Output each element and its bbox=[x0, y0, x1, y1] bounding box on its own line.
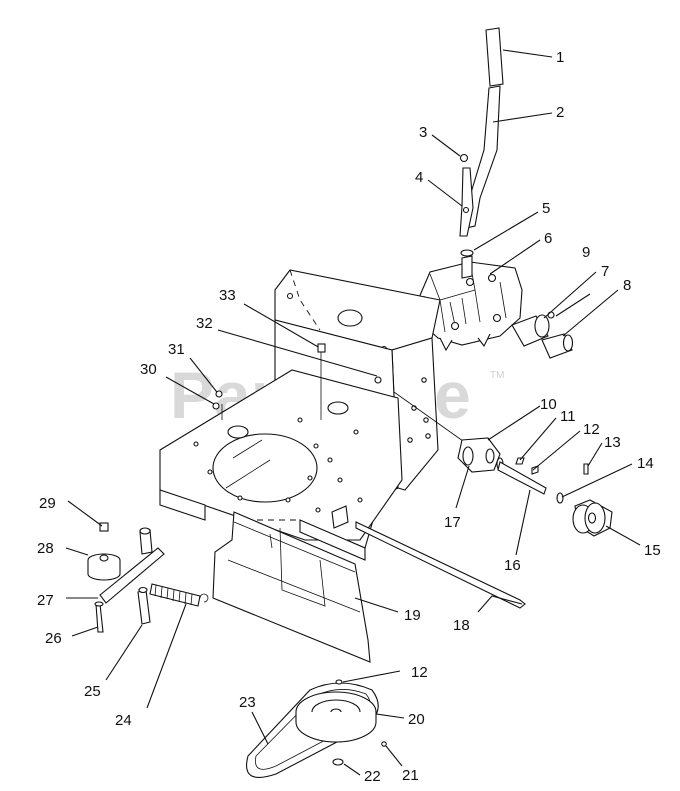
lever-shaft bbox=[465, 85, 501, 229]
bolt-30 bbox=[212, 402, 220, 410]
callout-7: 7 bbox=[601, 263, 609, 280]
callout-labels: 1 2 3 4 5 6 7 8 9 10 11 12 13 14 15 16 1… bbox=[37, 49, 661, 785]
shift-lever bbox=[459, 27, 504, 257]
callout-25: 25 bbox=[84, 683, 101, 700]
callout-31: 31 bbox=[168, 341, 185, 358]
callout-14: 14 bbox=[637, 455, 654, 472]
idler-arm bbox=[87, 522, 209, 633]
callout-15: 15 bbox=[644, 542, 661, 559]
callout-13: 13 bbox=[604, 434, 621, 451]
nut-29 bbox=[99, 522, 109, 532]
callout-6: 6 bbox=[544, 230, 552, 247]
transmission bbox=[417, 255, 574, 359]
leader-lines bbox=[65, 49, 641, 776]
callout-16: 16 bbox=[504, 557, 521, 574]
callout-9: 9 bbox=[582, 244, 590, 261]
shaft-16 bbox=[497, 461, 547, 495]
callout-28: 28 bbox=[37, 540, 54, 557]
key bbox=[547, 311, 555, 319]
callout-27: 27 bbox=[37, 592, 54, 609]
key-11 bbox=[515, 457, 525, 465]
washer bbox=[460, 249, 474, 257]
callout-22: 22 bbox=[364, 768, 381, 785]
callout-24: 24 bbox=[115, 712, 132, 729]
washer-22 bbox=[332, 758, 344, 766]
callout-23: 23 bbox=[239, 694, 256, 711]
bolt-hole bbox=[462, 206, 470, 214]
deck-opening bbox=[212, 433, 318, 503]
callout-26: 26 bbox=[45, 630, 62, 647]
callout-17: 17 bbox=[444, 514, 461, 531]
setscrew-13 bbox=[583, 463, 589, 475]
key-12 bbox=[531, 465, 539, 475]
setscrew-21 bbox=[381, 741, 387, 747]
key-12b bbox=[335, 679, 343, 685]
callout-11: 11 bbox=[560, 408, 576, 425]
callout-10: 10 bbox=[540, 396, 557, 413]
drive-belt bbox=[246, 679, 387, 778]
screw-14 bbox=[556, 492, 564, 504]
cable-rod-18 bbox=[355, 521, 526, 609]
callout-4: 4 bbox=[415, 169, 423, 186]
callout-8: 8 bbox=[623, 277, 631, 294]
nut bbox=[459, 153, 469, 163]
callout-1: 1 bbox=[556, 49, 564, 66]
callout-3: 3 bbox=[419, 124, 427, 141]
stud-25 bbox=[137, 589, 151, 625]
callout-5: 5 bbox=[542, 200, 550, 217]
lever-grip bbox=[485, 27, 504, 87]
idler-bracket bbox=[99, 547, 165, 604]
guard-plate bbox=[212, 511, 371, 663]
callout-12b: 12 bbox=[411, 664, 428, 681]
callout-32: 32 bbox=[196, 315, 213, 332]
belt-guard bbox=[212, 511, 371, 663]
watermark-tm: TM bbox=[490, 370, 504, 381]
callout-29: 29 bbox=[39, 495, 56, 512]
callout-18: 18 bbox=[453, 617, 470, 634]
callout-12: 12 bbox=[583, 421, 600, 438]
callout-33: 33 bbox=[219, 287, 236, 304]
nut-33 bbox=[317, 343, 326, 353]
washer-31 bbox=[215, 390, 223, 398]
bearing-17 bbox=[462, 446, 474, 466]
spring-24 bbox=[149, 583, 201, 607]
callout-20: 20 bbox=[408, 711, 425, 728]
callout-19: 19 bbox=[404, 607, 421, 624]
callout-30: 30 bbox=[140, 361, 157, 378]
callout-21: 21 bbox=[402, 767, 419, 784]
chassis-frame bbox=[159, 269, 441, 561]
callout-2: 2 bbox=[556, 104, 564, 121]
bolt-32 bbox=[374, 376, 382, 384]
